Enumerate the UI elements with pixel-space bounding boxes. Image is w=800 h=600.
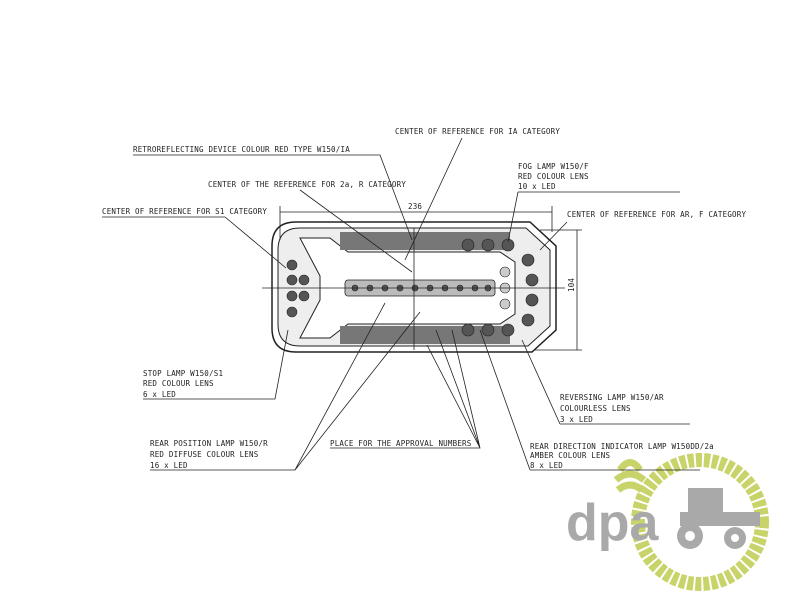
label-fog-3: 10 x LED: [518, 182, 556, 191]
label-2a-center: CENTER OF THE REFERENCE FOR 2a, R CATEGO…: [208, 180, 406, 189]
label-stop-1: STOP LAMP W150/S1: [143, 369, 223, 378]
logo-ring: [631, 453, 769, 591]
label-reversing-3: 3 x LED: [560, 415, 593, 424]
label-direction-3: 8 x LED: [530, 461, 563, 470]
dimension-height: 104: [535, 229, 582, 351]
logo-text: dpa: [566, 494, 660, 552]
tractor-icon: [677, 488, 760, 549]
label-reversing-2: COLOURLESS LENS: [560, 404, 631, 413]
dpa-logo: dpa: [566, 453, 769, 591]
leader-lines: [102, 137, 700, 471]
height-value: 104: [567, 278, 576, 292]
label-s1-center: CENTER OF REFERENCE FOR S1 CATEGORY: [102, 207, 267, 216]
label-approval: PLACE FOR THE APPROVAL NUMBERS: [330, 439, 472, 448]
lamp-body: [262, 221, 565, 353]
label-position-2: RED DIFFUSE COLOUR LENS: [150, 450, 259, 459]
label-ia-center: CENTER OF REFERENCE FOR IA CATEGORY: [395, 127, 560, 136]
label-arf-center: CENTER OF REFERENCE FOR AR, F CATEGORY: [567, 210, 746, 219]
label-stop-3: 6 x LED: [143, 390, 176, 399]
dimension-width: 236: [279, 202, 553, 240]
label-direction-2: AMBER COLOUR LENS: [530, 451, 610, 460]
label-retroreflector: RETROREFLECTING DEVICE COLOUR RED TYPE W…: [133, 145, 350, 154]
width-value: 236: [408, 202, 422, 211]
label-reversing-1: REVERSING LAMP W150/AR: [560, 393, 664, 402]
label-position-1: REAR POSITION LAMP W150/R: [150, 439, 268, 448]
label-fog-1: FOG LAMP W150/F: [518, 162, 589, 171]
label-direction-1: REAR DIRECTION INDICATOR LAMP W150DD/2a: [530, 442, 714, 451]
label-fog-2: RED COLOUR LENS: [518, 172, 589, 181]
label-position-3: 16 x LED: [150, 461, 188, 470]
wheat-icon: [613, 459, 647, 493]
label-stop-2: RED COLOUR LENS: [143, 379, 214, 388]
